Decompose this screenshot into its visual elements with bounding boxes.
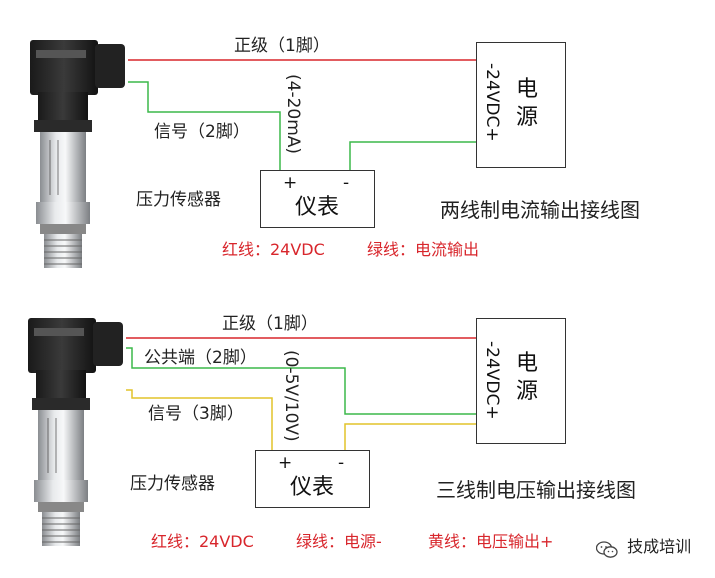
- yellow-wire-bottom-return: [344, 423, 477, 450]
- psu-voltage-bottom: -24VDC+: [482, 341, 502, 420]
- meter-minus-top: -: [343, 173, 350, 193]
- psu-voltage-top: -24VDC+: [482, 63, 502, 142]
- meter-plus-top: +: [283, 173, 298, 193]
- meter-minus-bottom: -: [338, 453, 345, 473]
- yellow-wire-bottom-signal: [126, 389, 273, 450]
- legend-yellow-bottom: 黄线：电压输出+: [428, 532, 554, 551]
- meter-title-bottom: 仪表: [290, 475, 335, 500]
- legend-red-top: 红线：24VDC: [222, 240, 325, 259]
- legend-green-bottom: 绿线：电源-: [296, 532, 382, 551]
- legend-red-bottom: 红线：24VDC: [151, 532, 254, 551]
- watermark: 技成培训: [596, 536, 692, 558]
- watermark-text: 技成培训: [627, 536, 692, 556]
- power-supply-box-bottom: -24VDC+ 电源: [476, 318, 566, 444]
- pin1-label-bottom: 正级（1脚）: [222, 314, 318, 334]
- legend-green-top: 绿线：电流输出: [367, 240, 480, 259]
- sensor-label-bottom: 压力传感器: [130, 474, 215, 494]
- meter-box-bottom: + - 仪表: [255, 450, 370, 508]
- meter-title-top: 仪表: [295, 195, 340, 220]
- pressure-sensor-bottom: [28, 318, 123, 546]
- meter-box-top: + - 仪表: [260, 170, 375, 228]
- green-wire-top-signal: [128, 81, 281, 170]
- green-wire-bottom: [126, 347, 477, 415]
- green-wire-top-return: [349, 141, 477, 170]
- pin2-label-top: 信号（2脚）: [154, 122, 250, 142]
- pin1-label-top: 正级（1脚）: [234, 36, 330, 56]
- power-supply-box-top: -24VDC+ 电源: [476, 42, 566, 168]
- range-label-top: (4-20mA): [283, 74, 303, 155]
- pressure-sensor-top: [30, 40, 125, 268]
- psu-title-top: 电源: [515, 77, 538, 130]
- wechat-icon: [596, 541, 618, 558]
- diagram-title-bottom: 三线制电压输出接线图: [436, 478, 636, 502]
- pin2-label-bottom: 公共端（2脚）: [144, 348, 257, 368]
- sensor-label-top: 压力传感器: [136, 190, 221, 210]
- range-label-bottom: (0-5V/10V): [281, 350, 301, 442]
- meter-plus-bottom: +: [278, 453, 293, 473]
- diagram-title-top: 两线制电流输出接线图: [440, 198, 640, 222]
- psu-title-bottom: 电源: [515, 351, 538, 404]
- pin3-label-bottom: 信号（3脚）: [148, 404, 244, 424]
